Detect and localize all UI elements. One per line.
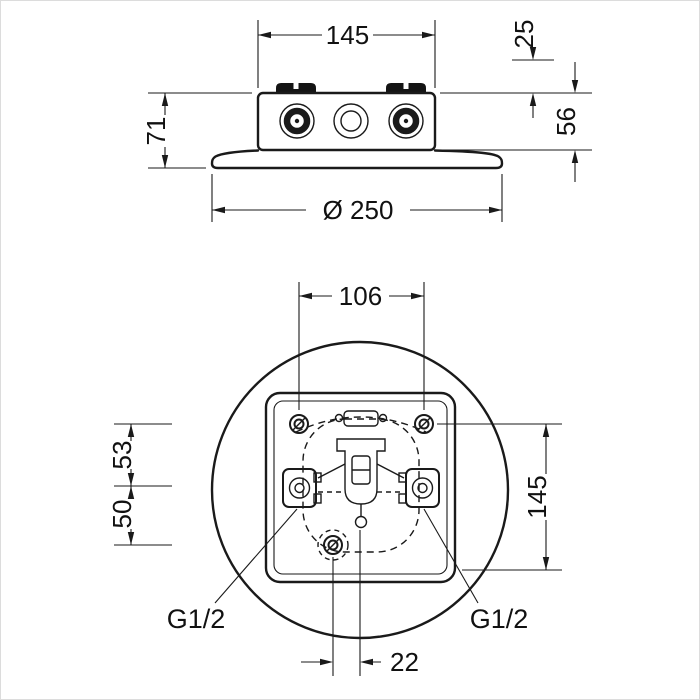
port-center <box>333 103 369 139</box>
dim-145-vertical-label: 145 <box>522 475 552 518</box>
connector-left <box>282 468 322 508</box>
bottom-view: 106 53 50 145 <box>107 281 562 677</box>
connector-right <box>398 468 440 508</box>
dim-hole-spacing-horizontal: 106 <box>298 281 425 410</box>
side-view: 145 25 56 <box>141 20 592 225</box>
mounting-bracket-left <box>276 83 316 93</box>
screw-hole-top-right <box>414 414 434 434</box>
dim-total-height: 71 <box>141 92 252 169</box>
thread-right-label: G1/2 <box>470 604 529 634</box>
dim-53-label: 53 <box>107 441 137 470</box>
base-plate <box>210 149 504 170</box>
dim-bottom-hole-offset: 22 <box>301 530 419 677</box>
dim-plate-diameter: Ø 250 <box>211 174 503 225</box>
dim-body-height: 56 <box>440 62 592 182</box>
dim-upper-vertical: 53 <box>107 423 172 546</box>
port-right <box>388 103 424 139</box>
dim-total-height-label: 71 <box>141 117 171 146</box>
dim-width: 145 <box>257 20 436 88</box>
port-left <box>279 103 315 139</box>
dim-22-label: 22 <box>390 647 419 677</box>
dim-hole-spacing-vertical: 145 <box>437 423 562 571</box>
dim-106-label: 106 <box>339 281 382 311</box>
dim-plate-diameter-label: Ø 250 <box>323 195 394 225</box>
thread-callout-right: G1/2 <box>423 508 529 634</box>
dim-50-label: 50 <box>107 500 137 529</box>
dim-top-offset-label: 25 <box>509 20 539 49</box>
screw-hole-bottom <box>323 535 343 555</box>
dim-lower-vertical: 50 <box>107 486 137 545</box>
thread-callout-left: G1/2 <box>167 508 298 634</box>
thread-left-label: G1/2 <box>167 604 226 634</box>
dim-top-offset: 25 <box>440 20 592 118</box>
dim-body-height-label: 56 <box>551 107 581 136</box>
screw-hole-top-left <box>289 414 309 434</box>
dim-width-label: 145 <box>326 20 369 50</box>
cartridge <box>317 410 405 529</box>
mounting-bracket-right <box>386 83 426 93</box>
body-outline <box>256 91 437 152</box>
